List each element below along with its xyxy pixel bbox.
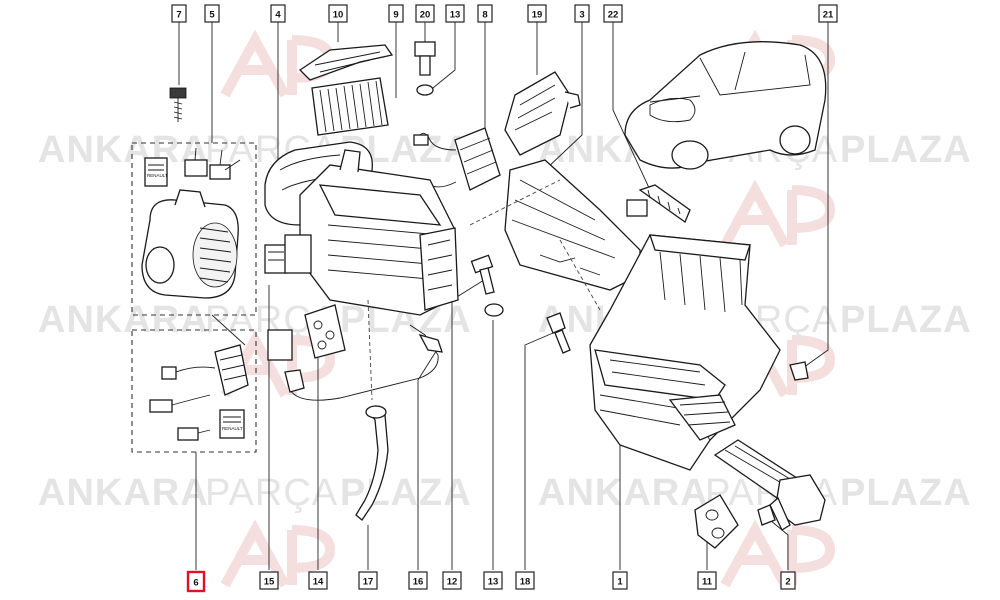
svg-text:20: 20 — [420, 10, 431, 21]
callout-3[interactable]: 3 — [574, 4, 590, 23]
svg-text:5: 5 — [209, 10, 215, 21]
callout-1[interactable]: 1 — [612, 571, 628, 590]
callout-8[interactable]: 8 — [477, 4, 493, 23]
part-bolt-20 — [414, 41, 436, 76]
callout-11[interactable]: 11 — [697, 571, 717, 590]
part-resistor-group-6: RENAULT — [149, 344, 249, 441]
watermark-row-3: ANKARA PARÇA PLAZA ANKARA PARÇA PLAZA — [38, 472, 972, 514]
part-heater-unit — [299, 149, 459, 316]
watermark-word-ankara: ANKARA — [538, 472, 709, 514]
part-hose-22 — [626, 184, 691, 224]
callout-7[interactable]: 7 — [171, 4, 187, 23]
svg-text:9: 9 — [393, 10, 398, 21]
callout-22[interactable]: 22 — [603, 4, 623, 23]
svg-text:18: 18 — [520, 577, 531, 588]
callout-17[interactable]: 17 — [358, 571, 378, 590]
watermark-row-2: ANKARA PARÇA PLAZA ANKARA PARÇA PLAZA — [38, 299, 972, 341]
part-blower-motor-5: RENAULT — [141, 147, 241, 299]
part-bolt-12 — [470, 254, 495, 295]
part-car-illustration — [624, 41, 827, 170]
svg-text:10: 10 — [333, 10, 344, 21]
callout-16[interactable]: 16 — [408, 571, 428, 590]
svg-text:13: 13 — [450, 10, 461, 21]
part-duct-cover-3 — [504, 159, 641, 291]
svg-text:13: 13 — [488, 577, 499, 588]
watermark-word-plaza: PLAZA — [840, 472, 972, 514]
callout-19[interactable]: 19 — [527, 4, 547, 23]
watermark-word-parca: PARÇA — [205, 472, 338, 514]
part-control-module-19 — [504, 71, 581, 156]
group-box-6 — [131, 329, 257, 453]
svg-text:22: 22 — [608, 10, 619, 21]
svg-text:8: 8 — [482, 10, 487, 21]
svg-text:6: 6 — [193, 578, 198, 589]
watermark-word-ankara: ANKARA — [38, 129, 209, 171]
svg-text:11: 11 — [702, 577, 713, 588]
leader-lines — [178, 22, 829, 570]
svg-text:7: 7 — [176, 10, 181, 21]
callout-21[interactable]: 21 — [818, 4, 838, 23]
svg-text:3: 3 — [579, 10, 584, 21]
part-screw-7 — [169, 87, 187, 122]
watermark: ANKARA PARÇA PLAZA ANKARA PARÇA PLAZA AN… — [38, 29, 972, 588]
callout-15[interactable]: 15 — [259, 571, 279, 590]
part-filter-frame-10 — [298, 44, 394, 81]
part-heater-box-1 — [469, 179, 781, 471]
part-connector-15 — [264, 234, 312, 361]
callout-5[interactable]: 5 — [204, 4, 220, 23]
part-seal-gasket-11 — [694, 494, 739, 549]
svg-text:21: 21 — [823, 10, 834, 21]
callout-20[interactable]: 20 — [415, 4, 435, 23]
watermark-word-plaza: PLAZA — [840, 299, 972, 341]
callout-2[interactable]: 2 — [780, 571, 796, 590]
svg-text:2: 2 — [785, 577, 790, 588]
callout-14[interactable]: 14 — [308, 571, 328, 590]
svg-text:19: 19 — [532, 10, 543, 21]
callouts: 7 5 4 10 9 20 13 8 19 3 22 21 6 15 14 17… — [171, 4, 838, 593]
callout-9[interactable]: 9 — [388, 4, 404, 23]
callout-6[interactable]: 6 — [186, 570, 206, 593]
watermark-row-1: ANKARA PARÇA PLAZA ANKARA PARÇA PLAZA — [38, 129, 972, 171]
part-foam-seal-14 — [304, 304, 346, 359]
svg-text:12: 12 — [447, 577, 458, 588]
svg-text:14: 14 — [313, 577, 324, 588]
svg-text:1: 1 — [617, 577, 623, 588]
part-screw-18 — [546, 312, 571, 354]
part-clip-21 — [789, 361, 809, 381]
svg-text:16: 16 — [413, 577, 424, 588]
bag-label-bottom: RENAULT — [222, 426, 243, 431]
bag-label-top: RENAULT — [147, 173, 168, 178]
callout-13-bottom[interactable]: 13 — [483, 571, 503, 590]
group-box-5 — [131, 142, 257, 316]
part-drain-hose-17 — [355, 299, 389, 521]
watermark-word-ankara: ANKARA — [38, 299, 209, 341]
svg-text:17: 17 — [363, 577, 374, 588]
part-washer-13a — [416, 84, 434, 96]
callout-12[interactable]: 12 — [442, 571, 462, 590]
watermark-word-ankara: ANKARA — [38, 472, 209, 514]
part-pollen-filter-9 — [311, 77, 389, 136]
callout-18[interactable]: 18 — [515, 571, 535, 590]
watermark-word-plaza: PLAZA — [840, 129, 972, 171]
part-washer-13b — [484, 303, 504, 317]
svg-text:4: 4 — [275, 10, 281, 21]
callout-13-top[interactable]: 13 — [445, 4, 465, 23]
part-capillary-16 — [284, 324, 443, 401]
callout-10[interactable]: 10 — [328, 4, 348, 23]
callout-4[interactable]: 4 — [270, 4, 286, 23]
part-sensor-8 — [413, 127, 501, 191]
part-heater-core-2 — [713, 439, 826, 531]
svg-text:15: 15 — [264, 577, 275, 588]
